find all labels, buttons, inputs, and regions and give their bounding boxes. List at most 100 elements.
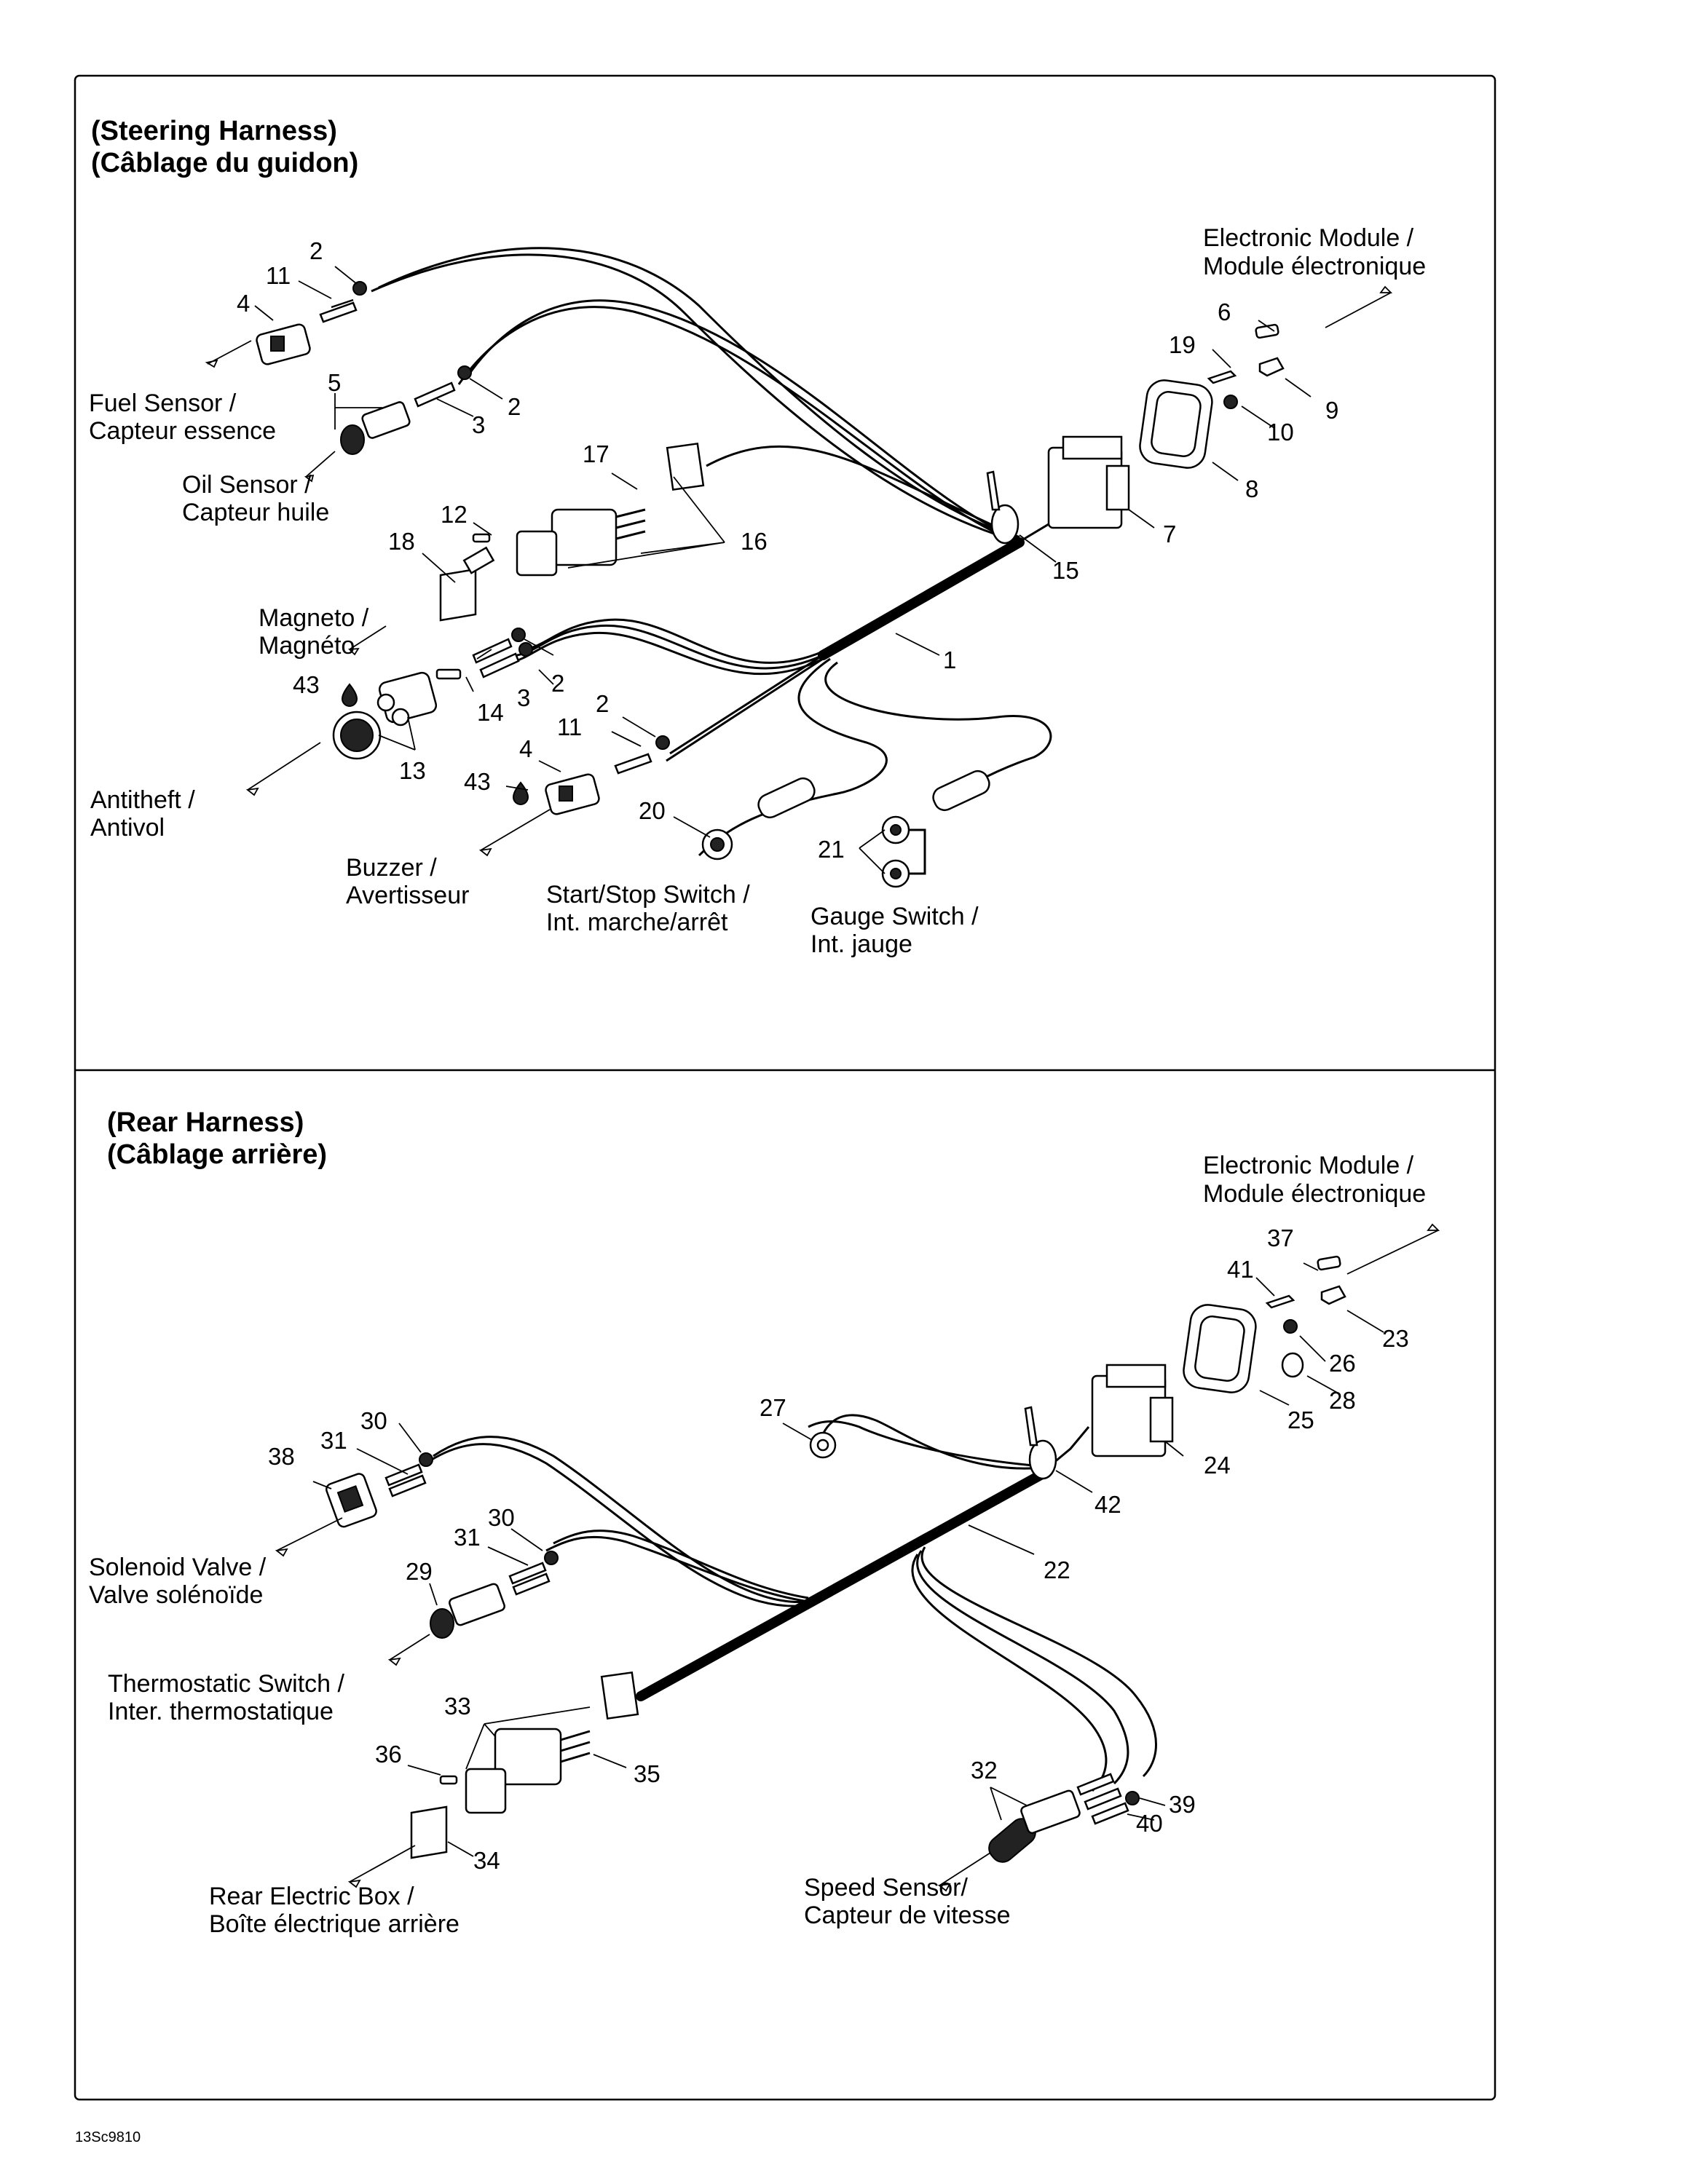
rear-terminal-parts [1265, 1255, 1346, 1378]
callout-6: 6 [1218, 298, 1231, 325]
label-electronic-module-fr: Module électronique [1203, 253, 1426, 280]
callout-11: 11 [266, 262, 291, 289]
rear-cable-tie [1024, 1406, 1057, 1480]
label-start-stop-en: Start/Stop Switch / [546, 881, 750, 909]
callout-4: 4 [519, 735, 532, 762]
callout-43: 43 [464, 768, 491, 795]
callout-31: 31 [320, 1427, 347, 1454]
callout-19: 19 [1169, 331, 1196, 358]
callout-15: 15 [1052, 557, 1079, 584]
speed-sensor-connector [988, 1773, 1140, 1863]
antitheft-connector [332, 628, 533, 760]
diagram-frame [74, 74, 1496, 2101]
grease-drop-icon [512, 781, 529, 805]
cable-tie [986, 470, 1019, 545]
rear-title-fr: (Câblage arrière) [107, 1139, 327, 1170]
ground-ring-terminal [809, 1431, 837, 1459]
callout-25: 25 [1287, 1406, 1314, 1433]
rear-six-way-connector [465, 1671, 639, 1814]
buzzer-housing [545, 735, 670, 815]
callout-4: 4 [237, 290, 250, 317]
label-start-stop-fr: Int. marche/arrêt [546, 909, 728, 936]
steering-title-fr: (Câblage du guidon) [91, 148, 358, 178]
callout-28: 28 [1329, 1387, 1356, 1414]
label-speed-sensor-fr: Capteur de vitesse [804, 1902, 1011, 1929]
label-rear-electronic-module-en: Electronic Module / [1203, 1152, 1414, 1179]
label-thermostatic-switch-en: Thermostatic Switch / [108, 1670, 345, 1698]
grease-drop-icon [341, 683, 358, 707]
callout-10: 10 [1267, 419, 1294, 446]
rear-harness-panel: (Rear Harness) (Câblage arrière) [89, 1107, 1440, 1938]
thermostatic-switch-connector [430, 1551, 559, 1639]
label-magneto-fr: Magnéto [259, 632, 355, 660]
label-antitheft-fr: Antivol [90, 814, 165, 842]
steering-title-en: (Steering Harness) [91, 116, 337, 146]
steering-harness-wiring [371, 247, 1072, 857]
rear-leader-lines [275, 1223, 1440, 1892]
callout-11: 11 [557, 713, 582, 740]
label-rear-electronic-module-fr: Module électronique [1203, 1180, 1426, 1208]
callout-13: 13 [399, 757, 426, 784]
callout-34: 34 [473, 1847, 500, 1874]
callout-35: 35 [634, 1760, 660, 1787]
callout-38: 38 [268, 1443, 295, 1470]
callout-27: 27 [760, 1394, 786, 1421]
callout-37: 37 [1267, 1224, 1294, 1251]
callout-9: 9 [1325, 397, 1338, 424]
callout-18: 18 [388, 528, 415, 555]
solenoid-valve-connector [326, 1452, 433, 1528]
label-gauge-switch-fr: Int. jauge [811, 930, 912, 958]
callout-26: 26 [1329, 1350, 1356, 1377]
callout-22: 22 [1044, 1556, 1070, 1583]
label-fuel-sensor-en: Fuel Sensor / [89, 389, 237, 417]
rear-connector-bracket [410, 1775, 458, 1859]
callout-21: 21 [818, 836, 845, 863]
electronic-module-connector [1047, 379, 1213, 529]
callout-31: 31 [454, 1524, 481, 1551]
oil-sensor-connector [340, 365, 472, 455]
label-fuel-sensor-fr: Capteur essence [89, 417, 276, 445]
callout-2: 2 [551, 670, 564, 697]
callout-20: 20 [639, 797, 666, 824]
callout-7: 7 [1163, 521, 1176, 547]
connector-bracket [439, 533, 495, 622]
fuel-sensor-housing [256, 281, 367, 365]
steering-harness-panel: (Steering Harness) (Câblage du guidon) [89, 116, 1426, 958]
callout-43: 43 [293, 671, 320, 698]
label-electronic-module-en: Electronic Module / [1203, 224, 1414, 252]
rear-title-en: (Rear Harness) [107, 1107, 304, 1138]
label-speed-sensor-en: Speed Sensor/ [804, 1874, 968, 1902]
six-way-connector [516, 442, 705, 577]
callout-5: 5 [328, 369, 341, 396]
label-oil-sensor-en: Oil Sensor / [182, 471, 312, 499]
label-rear-electric-box-en: Rear Electric Box / [209, 1883, 414, 1910]
start-stop-switch [701, 777, 816, 860]
label-buzzer-fr: Avertisseur [346, 882, 469, 909]
callout-36: 36 [375, 1741, 402, 1768]
label-oil-sensor-fr: Capteur huile [182, 499, 329, 526]
callout-12: 12 [441, 501, 468, 528]
label-solenoid-valve-fr: Valve solénoïde [89, 1581, 263, 1609]
callout-2: 2 [508, 393, 521, 420]
callout-16: 16 [741, 528, 768, 555]
rear-module-connector [1091, 1304, 1257, 1457]
callout-33: 33 [444, 1693, 471, 1720]
callout-41: 41 [1227, 1256, 1254, 1283]
label-magneto-en: Magneto / [259, 604, 369, 632]
callout-32: 32 [971, 1757, 998, 1784]
rear-harness-wiring [425, 1414, 1157, 1792]
label-gauge-switch-en: Gauge Switch / [811, 903, 979, 930]
figure-code: 13Sc9810 [75, 2129, 141, 2145]
callout-2: 2 [309, 237, 323, 264]
label-solenoid-valve-en: Solenoid Valve / [89, 1554, 267, 1581]
callout-1: 1 [943, 646, 956, 673]
callout-3: 3 [517, 684, 530, 711]
callout-8: 8 [1245, 475, 1258, 502]
gauge-switch [881, 769, 990, 888]
callout-2: 2 [596, 690, 609, 717]
callout-30: 30 [360, 1407, 387, 1434]
terminal-and-plug-parts [1207, 323, 1285, 409]
label-buzzer-en: Buzzer / [346, 854, 437, 882]
callout-39: 39 [1169, 1791, 1196, 1818]
